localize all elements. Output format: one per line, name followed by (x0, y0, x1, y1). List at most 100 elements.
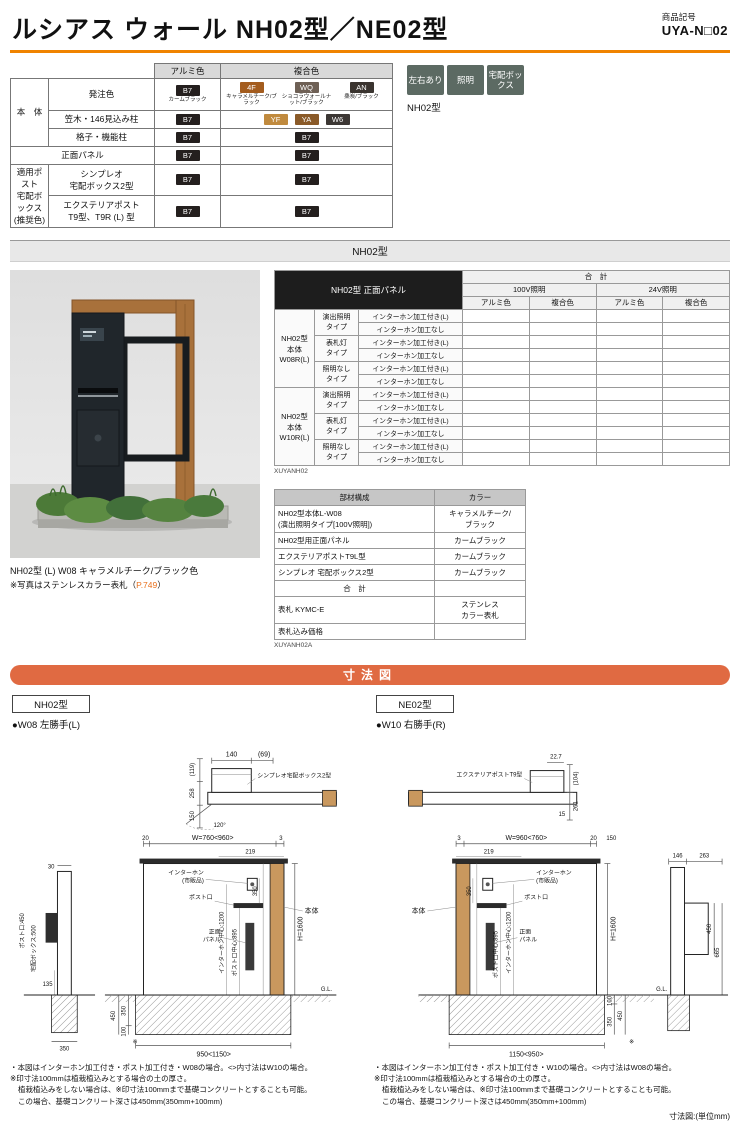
chip-an-name: 桑炭/ブラック (344, 94, 379, 100)
plan-view: (119) 258 150 120° 140 (69) シンプレオ宅配ボックス2… (185, 751, 337, 830)
price-table-corner: NH02型 正面パネル (274, 269, 463, 310)
nameplate-text-line2 (83, 334, 92, 337)
dim-post-center: ポスト口中心:895 (230, 928, 238, 976)
grass (49, 484, 217, 496)
dim-140: 140 (226, 751, 238, 758)
dim-450-side: 450 (707, 923, 713, 934)
parts-table: 部材構成 カラー NH02型本体L-W08 (演出照明タイプ[100V照明])キ… (274, 488, 526, 640)
panel-side (684, 902, 709, 955)
product-code-label: 商品記号 (661, 12, 696, 22)
price-table: NH02型 正面パネル 合 計 100V照明 24V照明 アルミ色 複合色 アル… (274, 269, 730, 466)
page-title: ルシアス ウォール NH02型／NE02型 (12, 16, 449, 44)
exterior-post-plan (529, 769, 565, 793)
dim-bottom-width: 1150<950> (509, 1051, 543, 1058)
cap-rail (139, 858, 288, 864)
chip-4f-name: キャラメルチーク/ブラック (226, 94, 277, 107)
table-code-note: XUYANH02A (274, 641, 313, 649)
note-line: ・本図はインターホン加工付き・ポスト加工付き・W10の場合。<>内寸法はW08の… (374, 1062, 677, 1072)
price-cell (528, 386, 597, 401)
price-cell (528, 451, 597, 466)
foundation (448, 994, 605, 1035)
price-type-no-lighting: 照明なし タイプ (314, 438, 359, 466)
ne02-variant-label: ●W10 右勝手(R) (376, 719, 446, 731)
wall-plan (207, 791, 337, 805)
chip-yf-code: YF (263, 113, 288, 125)
price-cell (662, 451, 730, 466)
door-angle-label: 120° (214, 823, 227, 829)
dim-350: 350 (253, 885, 259, 896)
simpleo-composite-cell: B7 (220, 163, 393, 197)
diagram-notes: ・本図はインターホン加工付き・ポスト加工付き・W08の場合。<>内寸法はW10の… (10, 1062, 366, 1107)
badge-model-label: NH02型 (407, 103, 441, 114)
chip-an-code: AN (349, 82, 374, 93)
row-header-applicable-post: 適用ポスト 宅配ボックス (推奨色) (10, 163, 49, 228)
dim-69: (69) (258, 751, 270, 758)
col-header-alumi: アルミ色 (154, 63, 221, 79)
price-header-24v: 24V照明 (595, 282, 730, 297)
price-cell (462, 386, 530, 401)
ground-hatch-right (290, 994, 331, 1002)
dim-219: 219 (245, 849, 256, 855)
dim-450: 450 (111, 1010, 117, 1021)
panel-alumi-cell: B7 (154, 145, 221, 165)
side-box-label: 宅配ボックス:500 (30, 924, 38, 972)
price-cell (595, 412, 664, 427)
photo-note-suffix: ） (157, 579, 166, 590)
dim-height: H=1600 (298, 916, 305, 941)
dim-interphone-center: インターホン中心:1200 (504, 910, 512, 973)
dim-263: 263 (699, 853, 710, 859)
price-sub-with-interphone: インターホン加工付き(L) (358, 386, 463, 401)
dim-135: 135 (43, 982, 54, 988)
dim-15: 15 (559, 812, 566, 818)
wall-elevation (143, 862, 285, 996)
row-label-order-color: 発注色 (48, 78, 155, 111)
price-sub-no-interphone: インターホン加工なし (358, 347, 463, 362)
post-slot-label: ポスト口 (189, 893, 213, 901)
foundation (135, 994, 292, 1035)
parts-color-header: カラー (434, 488, 526, 506)
price-type-nameplate-light: 表札灯 タイプ (314, 412, 359, 440)
chip-4f: 4F キャラメルチーク/ブラック (226, 82, 278, 107)
parts-row-color (434, 622, 526, 640)
dim-350b: 350 (607, 1016, 613, 1027)
parts-row-name: 表札込み価格 (274, 622, 435, 640)
price-cell (462, 321, 530, 336)
panel-composite-cell: B7 (220, 145, 393, 165)
note-line: ※印寸法100mmは植栽植込みとする場合の土の厚さ。 (10, 1074, 192, 1084)
price-group-w10: NH02型 本体 W10R(L) (274, 386, 315, 466)
nh02-dimension-column: NH02型 ●W08 左勝手(L) (119) 258 150 (10, 694, 366, 1107)
dim-3: 3 (457, 835, 461, 841)
price-cell (462, 399, 530, 414)
parts-row-color: ステンレス カラー表札 (434, 595, 526, 624)
dim-100: 100 (122, 1026, 128, 1037)
feature-badges: 左右あり 照明 宅配ボックス (407, 65, 524, 95)
price-sub-no-interphone: インターホン加工なし (358, 425, 463, 440)
price-sub-with-interphone: インターホン加工付き(L) (358, 360, 463, 375)
photo-note-text: ※写真はステンレスカラー表札（ (10, 579, 137, 590)
dim-asterisk: ※ (133, 1039, 138, 1045)
post-slot (78, 387, 118, 393)
dim-post-center: ポスト口中心:895 (492, 930, 500, 978)
chip-b7-code: B7 (294, 131, 319, 143)
dimension-diagrams: NH02型 ●W08 左勝手(L) (119) 258 150 (10, 694, 730, 1107)
price-cell (462, 412, 530, 427)
post-slot-trim (78, 394, 118, 397)
interphone-label: インターホン (168, 868, 204, 876)
price-cell (595, 399, 664, 414)
row-label-kasagi: 笠木・146見込み柱 (48, 109, 155, 129)
dim-219: 219 (484, 849, 495, 855)
color-spec-table: アルミ色 複合色 本 体 発注色 B7 カームブラック (10, 63, 393, 228)
chip-b7-code: B7 (175, 149, 200, 161)
price-cell (528, 347, 597, 362)
kasagi-composite-cell: YF YA W6 (220, 109, 393, 129)
price-cell (662, 438, 730, 453)
nh02-variant-label: ●W08 左勝手(L) (12, 719, 81, 731)
badge-delivery-box: 宅配ボックス (487, 65, 524, 95)
post-side (670, 866, 686, 996)
dim-height: H=1600 (610, 916, 617, 941)
body-label: 本体 (305, 906, 319, 915)
price-cell (662, 399, 730, 414)
price-cell (528, 321, 597, 336)
chip-w6-code: W6 (325, 113, 350, 125)
